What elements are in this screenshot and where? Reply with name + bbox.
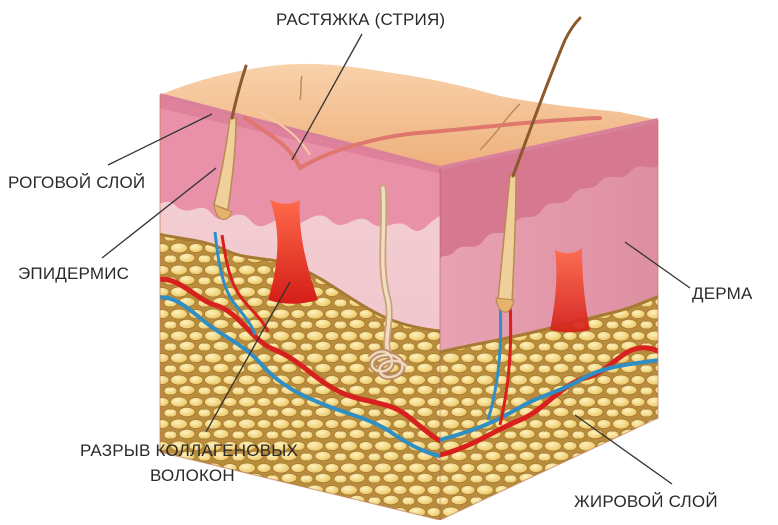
- label-stretch-mark: РАСТЯЖКА (СТРИЯ): [276, 10, 445, 30]
- label-collagen-line1: РАЗРЫВ КОЛЛАГЕНОВЫХ: [80, 441, 298, 461]
- label-stratum-corneum: РОГОВОЙ СЛОЙ: [8, 173, 145, 193]
- label-collagen-line2: ВОЛОКОН: [150, 466, 235, 486]
- label-epidermis: ЭПИДЕРМИС: [18, 264, 129, 284]
- label-dermis: ДЕРМА: [692, 284, 753, 304]
- label-fat-layer: ЖИРОВОЙ СЛОЙ: [574, 492, 718, 512]
- side-face: [430, 110, 670, 520]
